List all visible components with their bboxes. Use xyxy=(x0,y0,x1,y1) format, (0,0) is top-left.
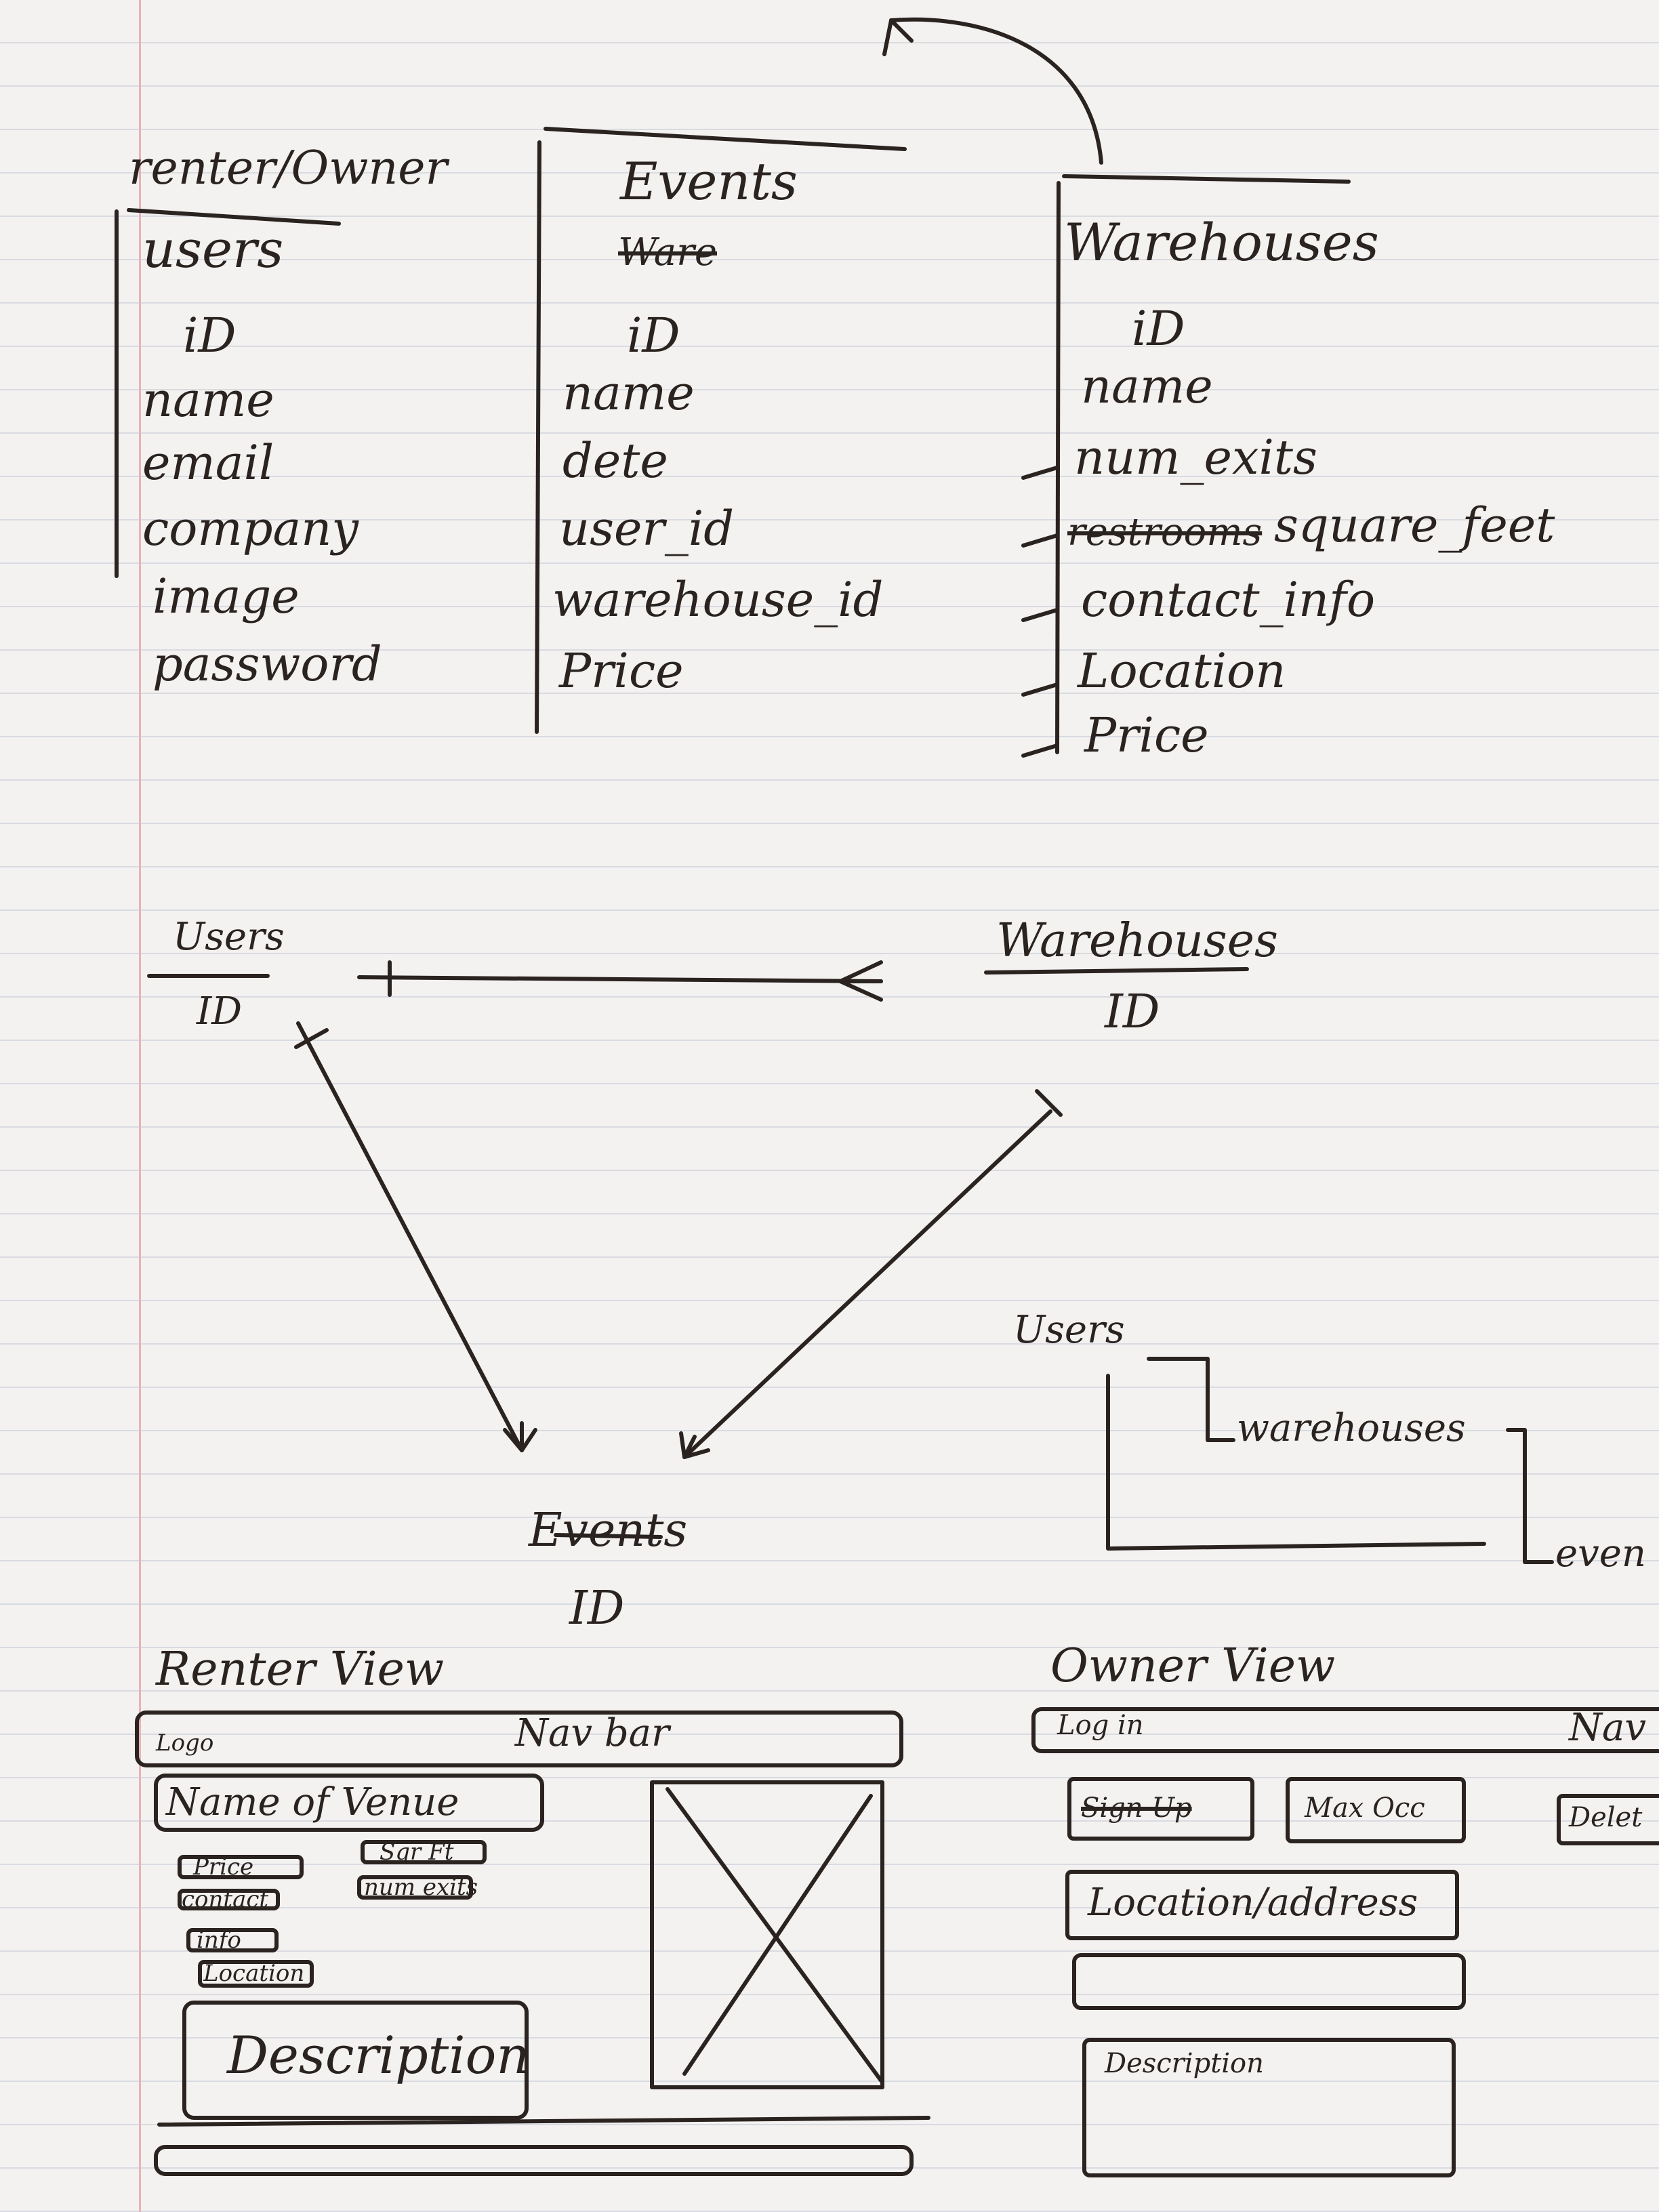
renter-view-title: Renter View xyxy=(156,1643,445,1696)
events-struck-text: Ware xyxy=(618,230,717,274)
erd-events-key: ID xyxy=(569,1582,625,1635)
users-field-email: email xyxy=(142,435,274,491)
warehouses-field-contact-info: contact_info xyxy=(1081,572,1376,628)
renter-logo-label: Logo xyxy=(156,1729,214,1757)
users-field-id: iD xyxy=(183,308,237,363)
owner-login-button[interactable]: Log in xyxy=(1057,1710,1144,1741)
owner-location-field[interactable]: Location/address xyxy=(1088,1881,1418,1925)
users-table-title: users xyxy=(142,219,284,279)
events-field-price: Price xyxy=(559,643,684,699)
owner-blank-field[interactable] xyxy=(1074,1955,1464,2008)
users-group-label: renter/Owner xyxy=(129,142,448,195)
events-field-id: iD xyxy=(627,308,680,363)
warehouses-field-name: name xyxy=(1081,359,1213,414)
events-field-date: dete xyxy=(562,433,668,489)
warehouses-field-square-feet: square_feet xyxy=(1274,497,1555,553)
warehouses-struck-text: restrooms xyxy=(1067,510,1263,554)
renter-info-label: info xyxy=(197,1927,241,1954)
warehouses-field-num-exits: num_exits xyxy=(1074,430,1317,485)
owner-view-title: Owner View xyxy=(1050,1639,1336,1693)
events-field-warehouse-id: warehouse_id xyxy=(552,572,884,628)
warehouses-field-location: Location xyxy=(1078,643,1286,699)
warehouses-field-id: iD xyxy=(1132,301,1185,356)
owner-max-occ-field[interactable]: Max Occ xyxy=(1305,1793,1425,1824)
renter-sqft-label: Sqr Ft xyxy=(380,1839,454,1866)
owner-description-field[interactable]: Description xyxy=(1105,2048,1264,2079)
renter-location-label: Location xyxy=(203,1960,305,1987)
renter-contact-label: contact xyxy=(182,1886,269,1913)
erd-warehouses-title: Warehouses xyxy=(996,914,1278,968)
renter-venue-name: Name of Venue xyxy=(166,1780,459,1824)
flow-users-label: Users xyxy=(1013,1308,1125,1352)
owner-signup-button[interactable]: Sign Up xyxy=(1081,1793,1192,1824)
warehouses-table-title: Warehouses xyxy=(1064,212,1379,272)
renter-price-label: Price xyxy=(193,1853,254,1881)
users-field-image: image xyxy=(152,569,300,624)
flow-warehouses-label: warehouses xyxy=(1237,1406,1466,1450)
erd-users-title: Users xyxy=(173,915,285,959)
owner-delete-button[interactable]: Delet xyxy=(1569,1802,1643,1833)
renter-navbar-label: Nav bar xyxy=(515,1711,670,1755)
warehouses-field-price: Price xyxy=(1084,708,1209,763)
notebook-margin-line xyxy=(139,0,141,2212)
renter-num-exits-label: num exits xyxy=(364,1874,478,1901)
flow-events-label: even xyxy=(1555,1532,1646,1576)
users-field-name: name xyxy=(142,372,274,428)
events-field-user-id: user_id xyxy=(559,501,735,556)
erd-warehouses-key: ID xyxy=(1105,985,1160,1039)
owner-nav-label: Nav xyxy=(1569,1706,1647,1750)
events-field-name: name xyxy=(562,365,695,421)
users-field-password: password xyxy=(152,636,382,692)
erd-users-key: ID xyxy=(197,989,243,1033)
events-table-title: Events xyxy=(620,151,798,211)
users-field-company: company xyxy=(142,501,359,556)
renter-image-placeholder xyxy=(652,1782,882,2087)
renter-description: Description xyxy=(227,2025,530,2085)
erd-events-title: Events xyxy=(529,1504,688,1557)
